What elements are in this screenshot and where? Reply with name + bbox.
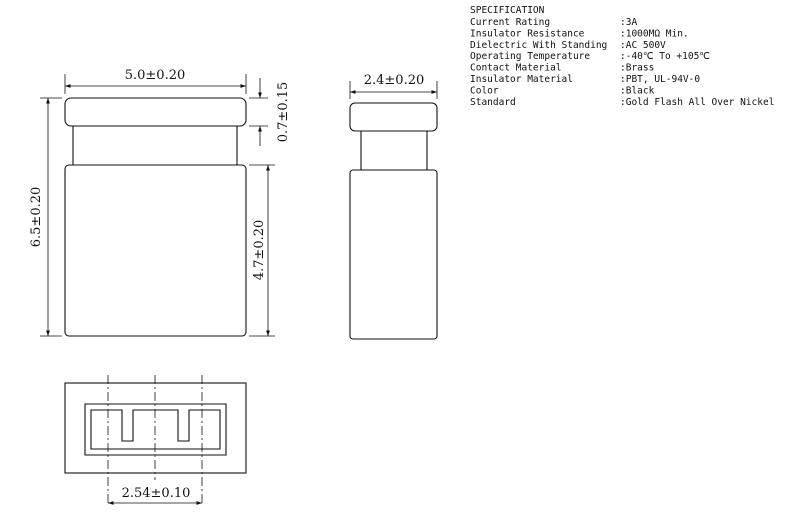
spec-label: Contact Material	[470, 63, 562, 74]
spec-label: Dielectric With Standing	[470, 40, 607, 51]
height-dimension-label: 6.5±0.20	[29, 187, 44, 248]
spec-label: Insulator Resistance	[470, 28, 585, 39]
pitch-dimension: 2.54±0.10	[108, 486, 202, 505]
spec-value: :Brass	[620, 63, 654, 74]
spec-value: :PBT, UL-94V-0	[620, 74, 700, 85]
spec-value: :Gold Flash All Over Nickel	[620, 97, 774, 108]
front-body	[64, 164, 247, 337]
spec-value: :Black	[620, 85, 655, 96]
pitch-dimension-label: 2.54±0.10	[122, 486, 191, 501]
bottom-view	[64, 375, 247, 505]
body-height-label: 4.7±0.20	[252, 220, 267, 281]
side-view	[349, 102, 438, 340]
front-view	[64, 97, 247, 337]
contact-cavity-outer	[84, 403, 227, 456]
top-thickness-label: 0.7±0.15	[276, 82, 291, 143]
spec-label: Current Rating	[470, 17, 550, 28]
spec-label: Standard	[470, 97, 516, 108]
side-top-cap	[349, 102, 438, 132]
body-height-dimension: 4.7±0.20	[249, 164, 275, 337]
spec-rows: Current Rating :3A Insulator Resistance :10…	[470, 17, 774, 108]
contact-cavity-inner	[90, 409, 221, 450]
front-top-cap	[64, 97, 247, 127]
spec-label: Insulator Material	[470, 74, 573, 85]
spec-value: :1000MΩ Min.	[620, 28, 689, 39]
side-body	[349, 169, 438, 340]
spec-value: :-40℃ To +105℃	[620, 51, 710, 62]
top-thickness-dimension: 0.7±0.15	[249, 78, 291, 146]
spec-value: :3A	[620, 17, 637, 28]
spec-title: SPECIFICATION	[470, 5, 545, 16]
spec-value: :AC 500V	[620, 40, 666, 51]
width-dimension: 5.0±0.20	[64, 68, 247, 94]
depth-dimension: 2.4±0.20	[349, 73, 438, 99]
depth-dimension-label: 2.4±0.20	[364, 73, 425, 88]
spec-label: Operating Temperature	[470, 51, 590, 62]
height-dimension: 6.5±0.20	[29, 97, 62, 337]
spec-label: Color	[470, 85, 499, 96]
specification-table: SPECIFICATION Current Rating :3A Insulator…	[470, 5, 774, 108]
bottom-outline	[64, 382, 247, 474]
width-dimension-label: 5.0±0.20	[125, 68, 186, 83]
